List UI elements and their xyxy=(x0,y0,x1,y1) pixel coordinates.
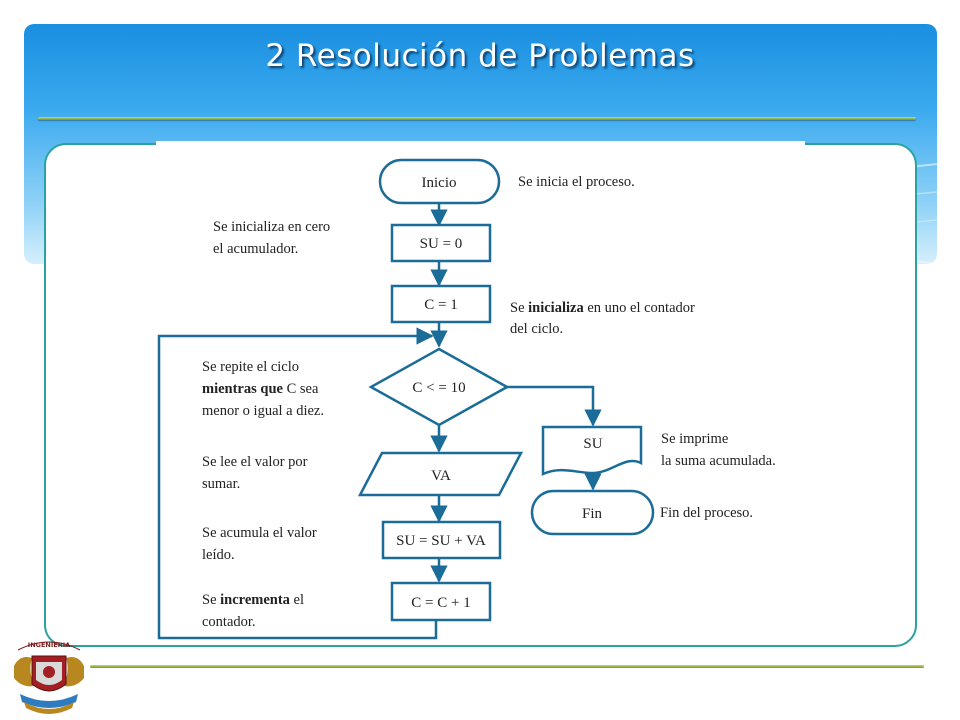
title-divider xyxy=(38,117,916,120)
process-accumulate xyxy=(381,520,502,560)
process-c-init xyxy=(390,284,492,324)
logo-text: INGENIERIA xyxy=(28,641,70,649)
annotation-start: Se inicia el proceso. xyxy=(518,174,635,190)
input-va xyxy=(357,451,524,497)
process-increment xyxy=(390,581,492,622)
loop-back-arrow xyxy=(157,327,438,640)
annotation-increment-2: contador. xyxy=(202,614,256,630)
annotation-output-2: la suma acumulada. xyxy=(661,453,776,469)
decision-loop xyxy=(368,347,510,427)
input-label: VA xyxy=(431,468,451,484)
c-init-label: C = 1 xyxy=(424,297,457,313)
start-terminal xyxy=(378,158,501,205)
increment-label: C = C + 1 xyxy=(411,595,470,611)
annotation-cond-3: menor o igual a diez. xyxy=(202,403,324,419)
output-document xyxy=(541,425,643,476)
annotation-cond-2: mientras que C sea xyxy=(202,381,319,397)
faculty-logo: INGENIERIA xyxy=(14,641,84,714)
annotation-su-init-2: el acumulador. xyxy=(213,241,298,257)
annotation-cond-1: Se repite el ciclo xyxy=(202,359,299,375)
annotation-end: Fin del proceso. xyxy=(660,505,753,521)
annotation-accumulate-2: leído. xyxy=(202,547,235,563)
start-label: Inicio xyxy=(422,175,457,191)
annotation-c-init-2: del ciclo. xyxy=(510,321,563,337)
annotation-increment-1: Se incrementa el xyxy=(202,592,304,608)
annotation-output-1: Se imprime xyxy=(661,431,728,447)
output-label: SU xyxy=(583,436,602,452)
arrow-cond-out xyxy=(507,385,602,427)
footer-divider xyxy=(90,665,924,668)
su-init-label: SU = 0 xyxy=(420,236,463,252)
annotation-c-init-1: Se inicializa en uno el contador xyxy=(510,300,695,316)
annotation-input-1: Se lee el valor por xyxy=(202,454,308,470)
slide-title: 2 Resolución de Problemas xyxy=(265,38,695,74)
flowchart-diagram: Inicio SU = 0 C = 1 C < = 10 VA SU = SU … xyxy=(157,158,776,640)
decision-label: C < = 10 xyxy=(412,380,465,396)
annotation-input-2: sumar. xyxy=(202,476,240,492)
accumulate-label: SU = SU + VA xyxy=(396,533,486,549)
flowchart-panel: Inicio SU = 0 C = 1 C < = 10 VA SU = SU … xyxy=(156,141,805,645)
annotation-accumulate-1: Se acumula el valor xyxy=(202,525,317,541)
annotation-su-init-1: Se inicializa en cero xyxy=(213,219,330,235)
end-terminal xyxy=(530,489,655,536)
end-label: Fin xyxy=(582,506,603,522)
process-su-init xyxy=(390,223,492,263)
